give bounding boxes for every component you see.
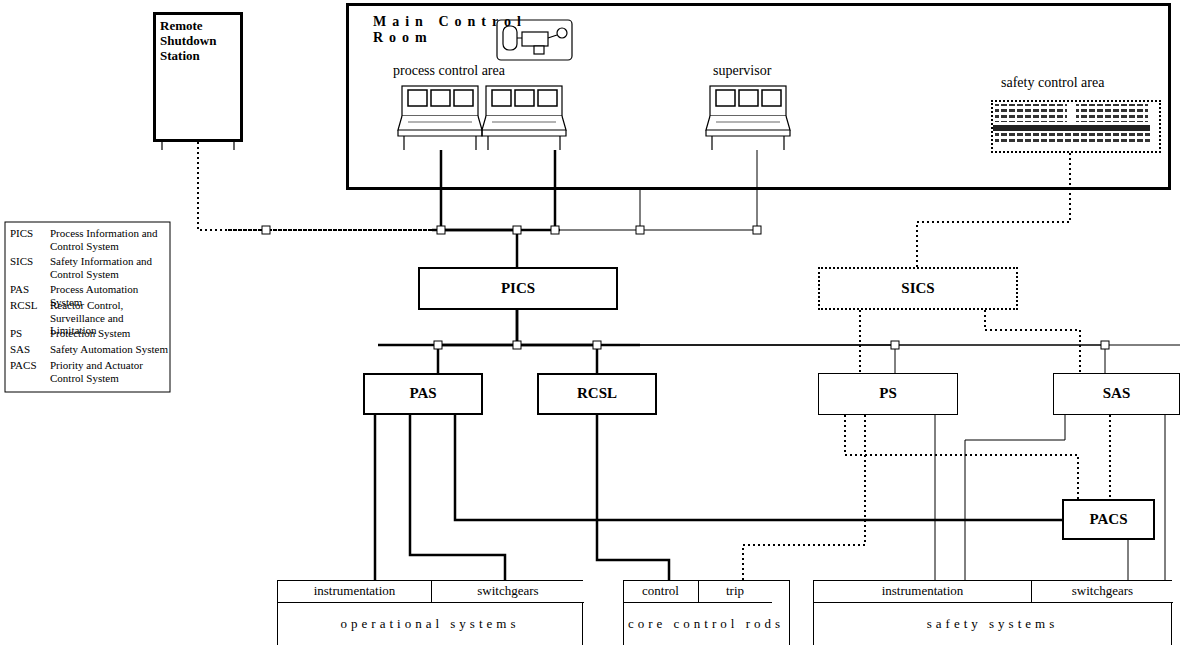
connector <box>597 415 669 581</box>
legend-description: Process Information and Control System <box>50 227 168 252</box>
connector <box>438 310 517 373</box>
connector <box>1165 415 1166 581</box>
area-label: process control area <box>393 63 563 79</box>
legend-abbreviation: PS <box>10 327 50 340</box>
connector <box>845 415 1078 499</box>
legend-abbreviation: SICS <box>10 255 50 268</box>
system-box: PACS <box>1062 499 1155 540</box>
connector <box>1128 540 1129 581</box>
legend-abbreviation: SAS <box>10 343 50 356</box>
connector <box>985 310 1080 373</box>
legend-description: Protection System <box>50 327 168 340</box>
node-label: instrumentation <box>882 584 964 599</box>
legend-abbreviation: PACS <box>10 359 50 372</box>
legend-box <box>5 222 170 392</box>
node-label: Main Control Room <box>373 14 533 46</box>
node-label: core control rods <box>628 617 784 632</box>
node-label: PACS <box>1089 511 1127 528</box>
connector <box>441 190 517 267</box>
console-icon <box>482 86 566 150</box>
cell-box: trip <box>698 581 772 603</box>
legend-abbreviation: RCSL <box>10 299 50 312</box>
connector <box>198 142 517 267</box>
cell-box: switchgears <box>1031 581 1173 603</box>
node-label: control <box>642 584 679 599</box>
system-box: SAS <box>1053 373 1180 415</box>
node-label: SICS <box>901 280 934 297</box>
connector <box>965 415 1065 581</box>
cell-box: control <box>624 581 698 603</box>
node-label: PAS <box>409 385 436 402</box>
connector <box>935 415 936 581</box>
node-label: safety systems <box>927 617 1058 632</box>
system-box: SICS <box>818 267 1018 310</box>
connector <box>374 415 377 581</box>
station-box: Remote Shutdown Station <box>153 12 243 142</box>
node-label: RCSL <box>577 385 617 402</box>
node-label: trip <box>726 584 744 599</box>
connector <box>1109 415 1111 499</box>
node-label: PICS <box>501 280 535 297</box>
connector <box>859 310 861 373</box>
node-label: switchgears <box>1072 584 1133 599</box>
control-room: Main Control Room safety control area <box>346 3 1171 190</box>
console-icon <box>706 86 790 150</box>
node-label: instrumentation <box>314 584 396 599</box>
connector <box>455 415 1062 520</box>
connector <box>517 310 597 373</box>
bus-line <box>228 150 1180 345</box>
legend-description: Safety Automation System <box>50 343 168 356</box>
connector <box>917 153 1070 267</box>
cell-box: switchgears <box>431 581 584 603</box>
connector <box>517 310 1105 373</box>
connector <box>743 415 865 581</box>
system-box: PICS <box>418 267 618 310</box>
system-box: RCSL <box>537 373 657 415</box>
connector <box>517 310 895 373</box>
safety-panel <box>993 104 1150 145</box>
system-band: core control rods control trip <box>623 580 790 645</box>
node-label: Remote Shutdown Station <box>160 19 236 64</box>
system-band: safety systems instrumentation switchgears <box>813 580 1172 645</box>
node-label: safety control area <box>1001 75 1104 91</box>
console-icon <box>398 86 482 150</box>
system-box: PS <box>818 373 958 415</box>
legend-abbreviation: PICS <box>10 227 50 240</box>
area-label: supervisor <box>713 63 813 79</box>
cell-box: instrumentation <box>278 581 431 603</box>
cell-box: instrumentation <box>814 581 1031 603</box>
system-band: operational systems instrumentation switch… <box>277 580 583 645</box>
system-box: PAS <box>363 373 483 415</box>
node-label: operational systems <box>341 617 520 632</box>
legend-description: Safety Information and Control System <box>50 255 168 280</box>
legend-abbreviation: PAS <box>10 283 50 296</box>
connector <box>410 415 505 581</box>
legend-description: Priority and Actuator Control System <box>50 359 168 384</box>
node-label: switchgears <box>477 584 538 599</box>
node-label: SAS <box>1103 385 1131 402</box>
node-label: PS <box>879 385 897 402</box>
area-box: safety control area <box>991 100 1161 153</box>
